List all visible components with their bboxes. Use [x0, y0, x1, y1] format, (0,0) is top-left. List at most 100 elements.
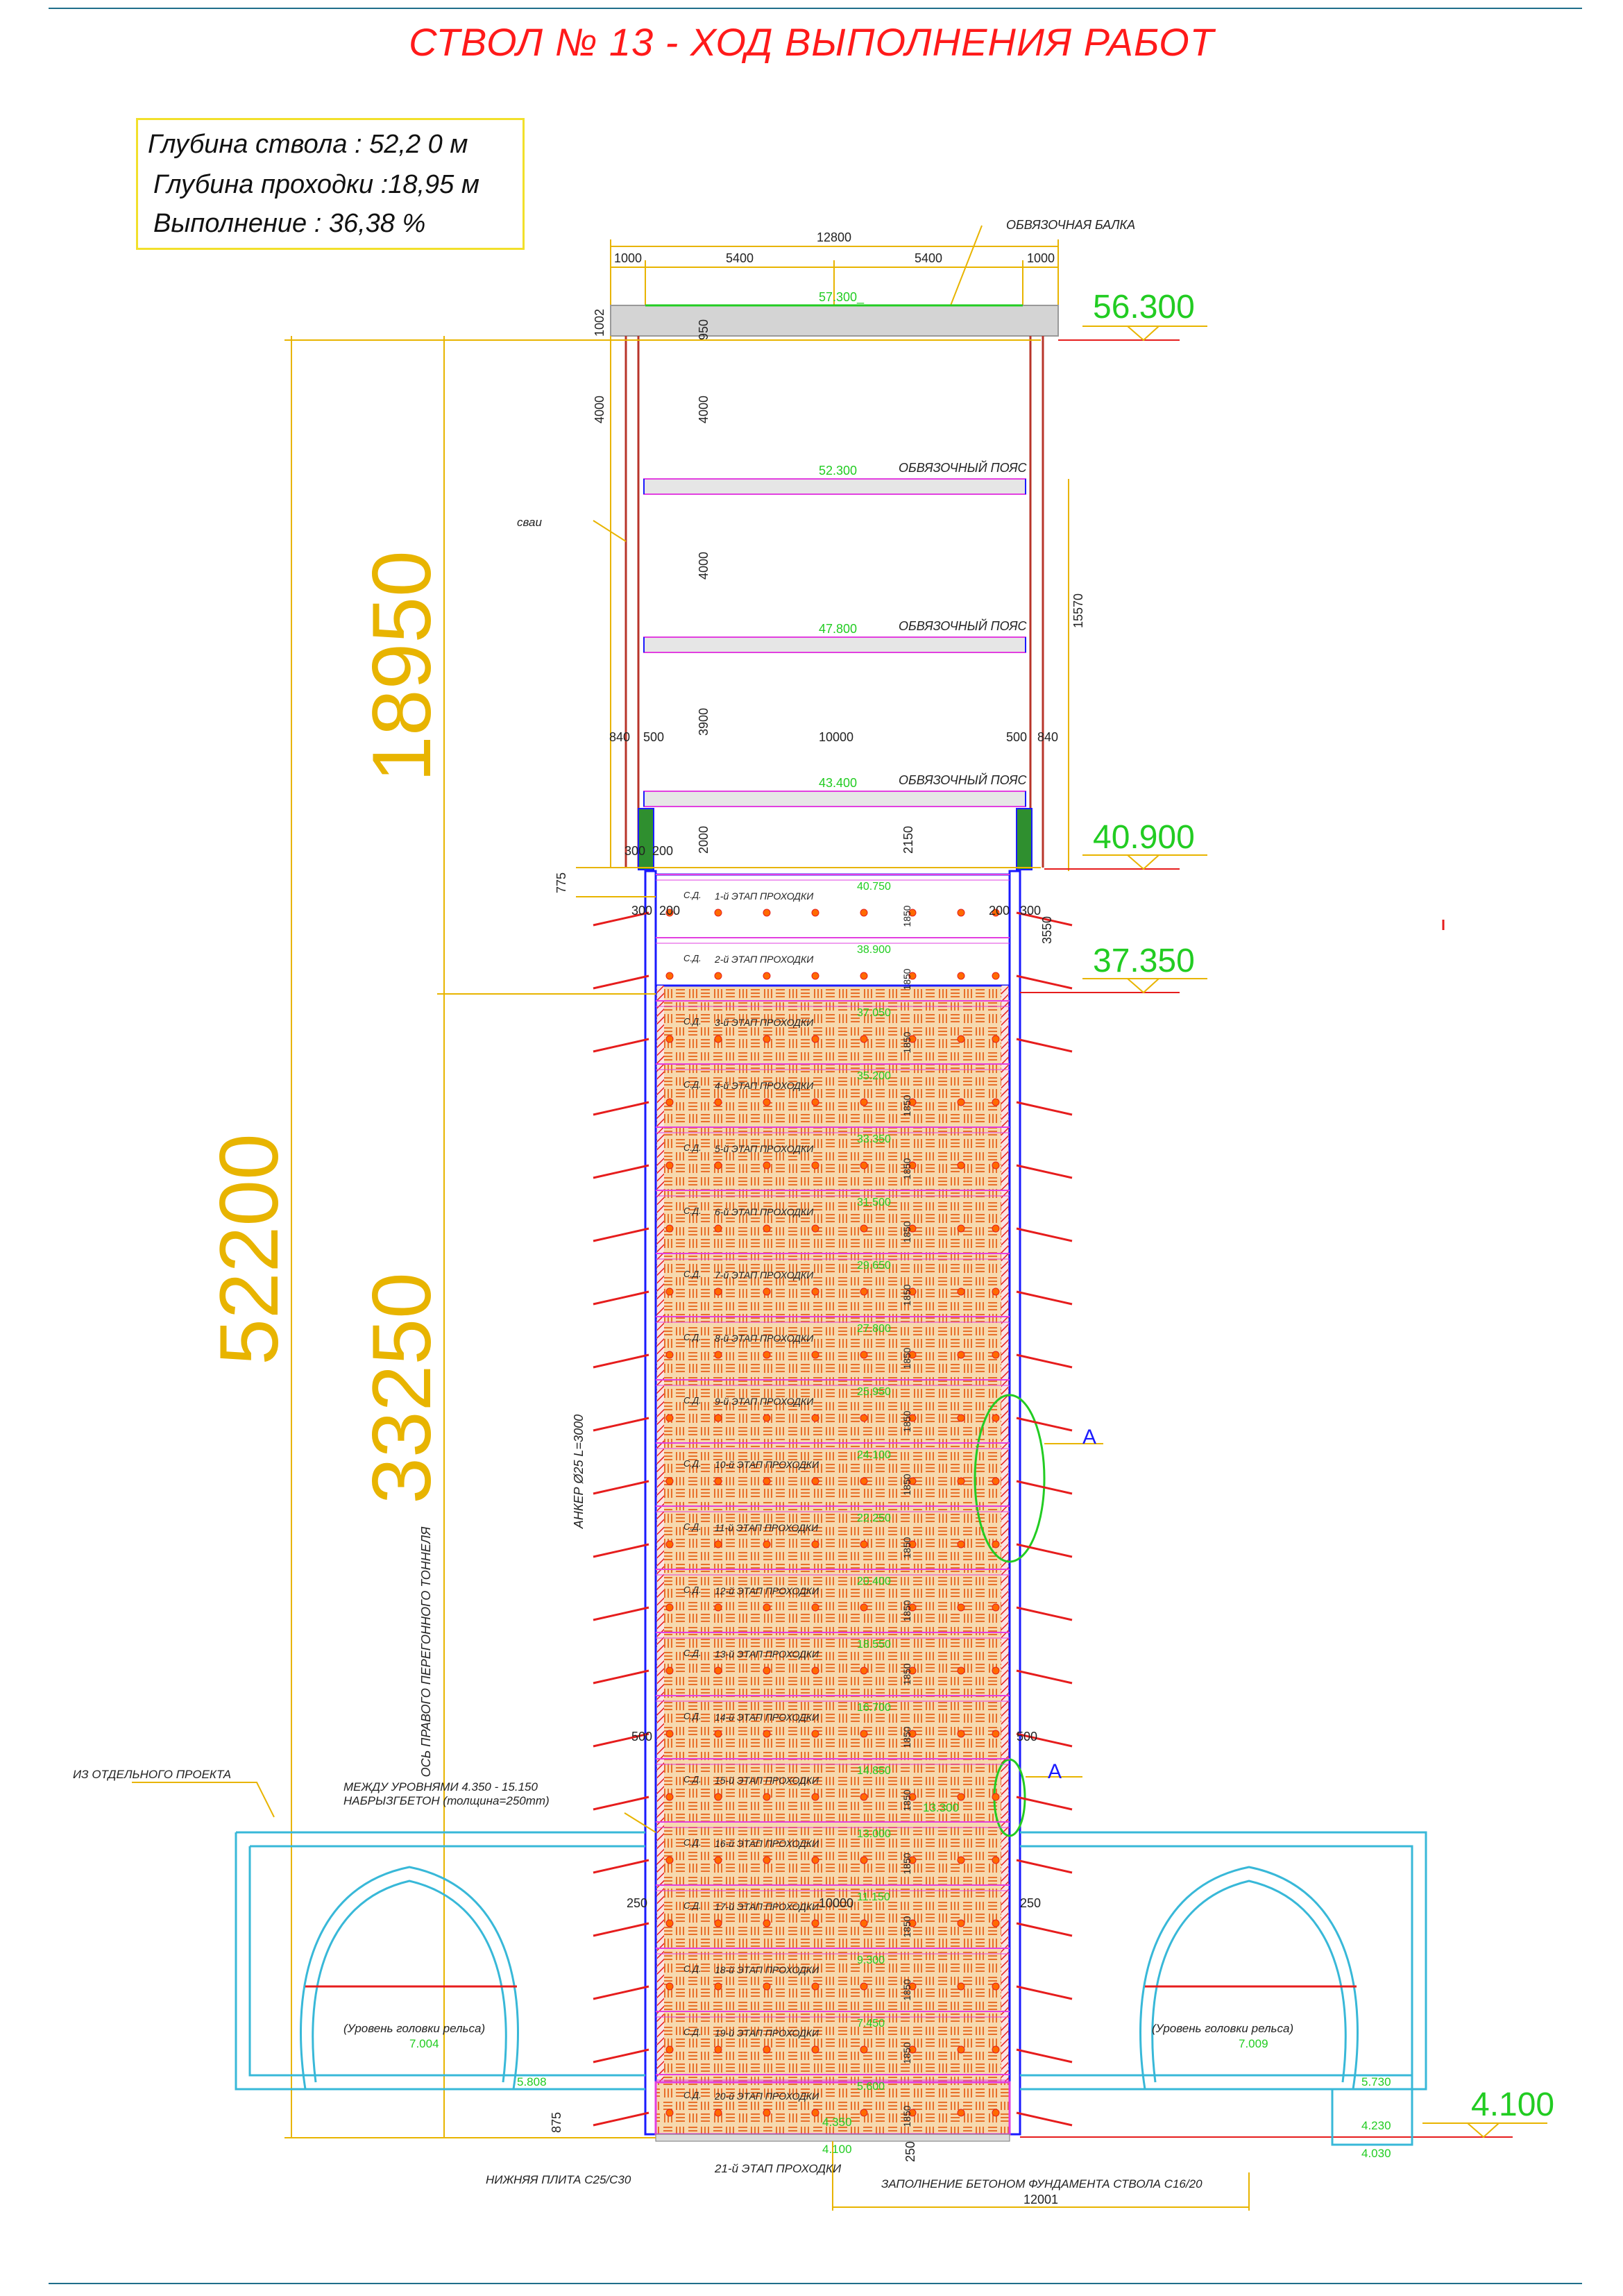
anchor-dot-10-7 — [957, 1477, 965, 1485]
anchor-dot-13-7 — [957, 1666, 965, 1675]
top-width-dim: 12800 — [817, 230, 851, 244]
stage-code-10: С.Д. — [683, 1458, 702, 1469]
top-dim-left: 1000 — [614, 251, 642, 265]
anchor-left-20 — [593, 2111, 649, 2127]
piles-label: сваи — [517, 516, 542, 529]
anchor-dot-11-7 — [957, 1540, 965, 1548]
anchor-left-3 — [593, 1038, 649, 1053]
stage-elev-16: 13.000 — [857, 1828, 891, 1840]
anchor-dot-3-8 — [992, 1035, 1000, 1043]
anchor-dot-20-3 — [763, 2109, 771, 2117]
anchor-dot-10-3 — [763, 1477, 771, 1485]
stage-code-13: С.Д. — [683, 1648, 702, 1658]
stage-elev-6: 31.500 — [857, 1197, 891, 1208]
anchor-dot-17-2 — [714, 1919, 722, 1927]
anchor-bars — [593, 911, 1073, 2127]
anchor-dot-5-1 — [665, 1161, 674, 1170]
stage-label-5: 5-й ЭТАП ПРОХОДКИ — [715, 1143, 814, 1154]
anchor-dot-16-5 — [860, 1856, 868, 1864]
anchor-dot-6-1 — [665, 1224, 674, 1233]
anchor-dot-17-1 — [665, 1919, 674, 1927]
offset-250-bottom: 250 — [903, 2141, 917, 2162]
anchor-dot-15-1 — [665, 1793, 674, 1801]
anchor-left-8 — [593, 1353, 649, 1369]
anchor-dot-10-8 — [992, 1477, 1000, 1485]
anchor-right-6 — [1016, 1227, 1073, 1242]
anchor-dot-1-1 — [665, 909, 674, 917]
anchor-dot-8-4 — [811, 1351, 819, 1359]
anchor-right-3 — [1016, 1038, 1073, 1053]
offset-300-left: 300 — [631, 904, 652, 918]
stage-height-9: 1850 — [901, 1410, 912, 1432]
anchor-dot-17-4 — [811, 1919, 819, 1927]
anchor-dot-5-7 — [957, 1161, 965, 1170]
anchor-dot-18-4 — [811, 1982, 819, 1991]
anchor-dot-11-2 — [714, 1540, 722, 1548]
anchor-dot-19-4 — [811, 2045, 819, 2054]
anchor-left-18 — [593, 1985, 649, 2000]
anchor-right-20 — [1016, 2111, 1073, 2127]
anchor-right-13 — [1016, 1669, 1073, 1685]
stage-elev-4: 35.200 — [857, 1070, 891, 1082]
stage-label-10: 10-й ЭТАП ПРОХОДКИ — [715, 1459, 819, 1470]
anchor-dot-5-6 — [908, 1161, 917, 1170]
stage-height-15: 1850 — [901, 1789, 912, 1811]
anchor-dot-5-5 — [860, 1161, 868, 1170]
anchor-dot-1-8 — [992, 909, 1000, 917]
anchor-dot-5-4 — [811, 1161, 819, 1170]
stage-label-16: 16-й ЭТАП ПРОХОДКИ — [715, 1838, 819, 1849]
anchor-dot-7-7 — [957, 1288, 965, 1296]
anchor-dot-6-3 — [763, 1224, 771, 1233]
stage-label-15: 15-й ЭТАП ПРОХОДКИ — [715, 1775, 819, 1786]
anchor-right-10 — [1016, 1480, 1073, 1495]
offset-250-left: 250 — [627, 1896, 647, 1910]
anchor-right-14 — [1016, 1732, 1073, 1748]
stage-code-7: С.Д. — [683, 1269, 702, 1279]
right-floor-elev: 5.730 — [1361, 2075, 1391, 2088]
anchor-dot-8-5 — [860, 1351, 868, 1359]
anchor-dot-14-5 — [860, 1730, 868, 1738]
stage-code-5: С.Д. — [683, 1142, 702, 1153]
left-floor-elev: 5.808 — [517, 2075, 547, 2088]
bottom-width-dim: 12001 — [1023, 2193, 1058, 2206]
offset-500-right: 500 — [1017, 1730, 1037, 1744]
anchor-dot-18-1 — [665, 1982, 674, 1991]
anchor-left-16 — [593, 1859, 649, 1874]
offset-200-top: 200 — [652, 844, 673, 858]
stage-elev-14: 16.700 — [857, 1702, 891, 1714]
stage-elev-13: 18.550 — [857, 1639, 891, 1651]
offset-875: 875 — [550, 2112, 563, 2133]
anchor-dot-8-2 — [714, 1351, 722, 1359]
anchor-dot-19-3 — [763, 2045, 771, 2054]
belt-dim-left: 840 — [609, 730, 630, 744]
stage-height-20: 1850 — [901, 2105, 912, 2127]
anchor-dots — [665, 909, 1000, 2117]
stage-height-19: 1850 — [901, 2042, 912, 2063]
belt-3-label: ОБВЯЗОЧНЫЙ ПОЯС — [899, 773, 1028, 787]
remaining-depth-dimension: 33250 — [355, 1272, 448, 1504]
vdim-4000-b: 4000 — [697, 396, 711, 423]
anchor-dot-15-2 — [714, 1793, 722, 1801]
stage-label-14: 14-й ЭТАП ПРОХОДКИ — [715, 1712, 819, 1723]
stage-label-3: 3-й ЭТАП ПРОХОДКИ — [715, 1017, 814, 1028]
stage-label-20: 20-й ЭТАП ПРОХОДКИ — [714, 2091, 819, 2102]
anchor-dot-11-5 — [860, 1540, 868, 1548]
stage-elev-19: 7.450 — [857, 2018, 885, 2029]
stage-elev-5: 33.350 — [857, 1133, 891, 1145]
stage-label-1: 1-й ЭТАП ПРОХОДКИ — [715, 890, 814, 902]
anchor-right-8 — [1016, 1353, 1073, 1369]
detail-a-upper: A — [1082, 1426, 1096, 1449]
stage-label-4: 4-й ЭТАП ПРОХОДКИ — [715, 1080, 814, 1091]
right-lowest-elev: 4.030 — [1361, 2147, 1391, 2160]
stage-label-6: 6-й ЭТАП ПРОХОДКИ — [715, 1206, 814, 1217]
anchor-dot-12-3 — [763, 1603, 771, 1612]
anchor-left-5 — [593, 1164, 649, 1179]
stage-height-1: 1850 — [901, 905, 912, 927]
anchor-dot-20-2 — [714, 2109, 722, 2117]
vdim-4000-a: 4000 — [593, 396, 606, 423]
anchor-dot-5-3 — [763, 1161, 771, 1170]
shaft-depth-text: Глубина ствола : 52,2 0 м — [148, 130, 468, 159]
anchor-right-11 — [1016, 1543, 1073, 1558]
stage-code-12: С.Д. — [683, 1585, 702, 1595]
